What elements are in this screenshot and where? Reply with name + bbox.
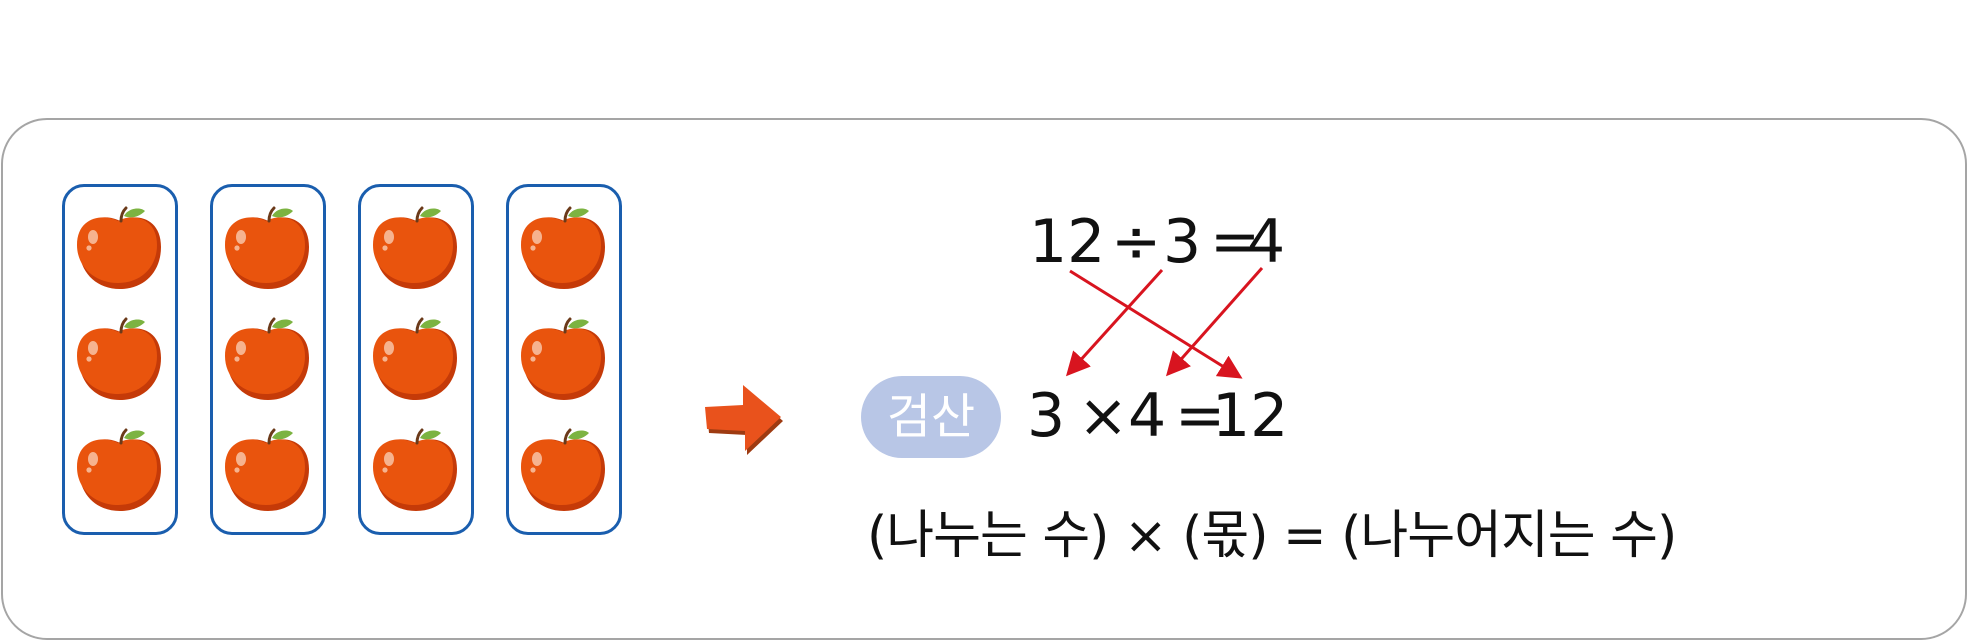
content-panel [1,118,1967,640]
check-factor-1: 3 [1027,381,1066,451]
check-equals: = [1175,381,1226,451]
division-equals: = [1210,207,1261,277]
arrow-quotient-to-factor2 [1166,267,1264,377]
multiply-sign: × [1078,381,1129,451]
apple-icon [223,205,313,291]
division-quotient: 4 [1247,207,1286,277]
apple-icon [371,316,461,402]
apple-icon [75,427,165,513]
division-divisor: 3 [1163,207,1202,277]
right-arrow-icon [705,385,783,455]
arrow-dividend-to-product [1069,269,1243,379]
check-product: 12 [1212,381,1289,451]
apple-icon [519,205,609,291]
apple-icon [371,205,461,291]
check-badge: 검산 [861,376,1001,458]
division-dividend: 12 [1029,207,1106,277]
apple-icon [75,316,165,402]
apple-icon [371,427,461,513]
arrow-divisor-to-factor1 [1065,268,1164,377]
apple-icon [223,316,313,402]
apple-icon [519,316,609,402]
apple-icon [223,427,313,513]
division-sign: ÷ [1111,207,1162,277]
relation-formula: (나누는 수) × (몫) = (나누어지는 수) [867,506,1677,566]
apple-icon [75,205,165,291]
apple-icon [519,427,609,513]
check-factor-2: 4 [1128,381,1167,451]
